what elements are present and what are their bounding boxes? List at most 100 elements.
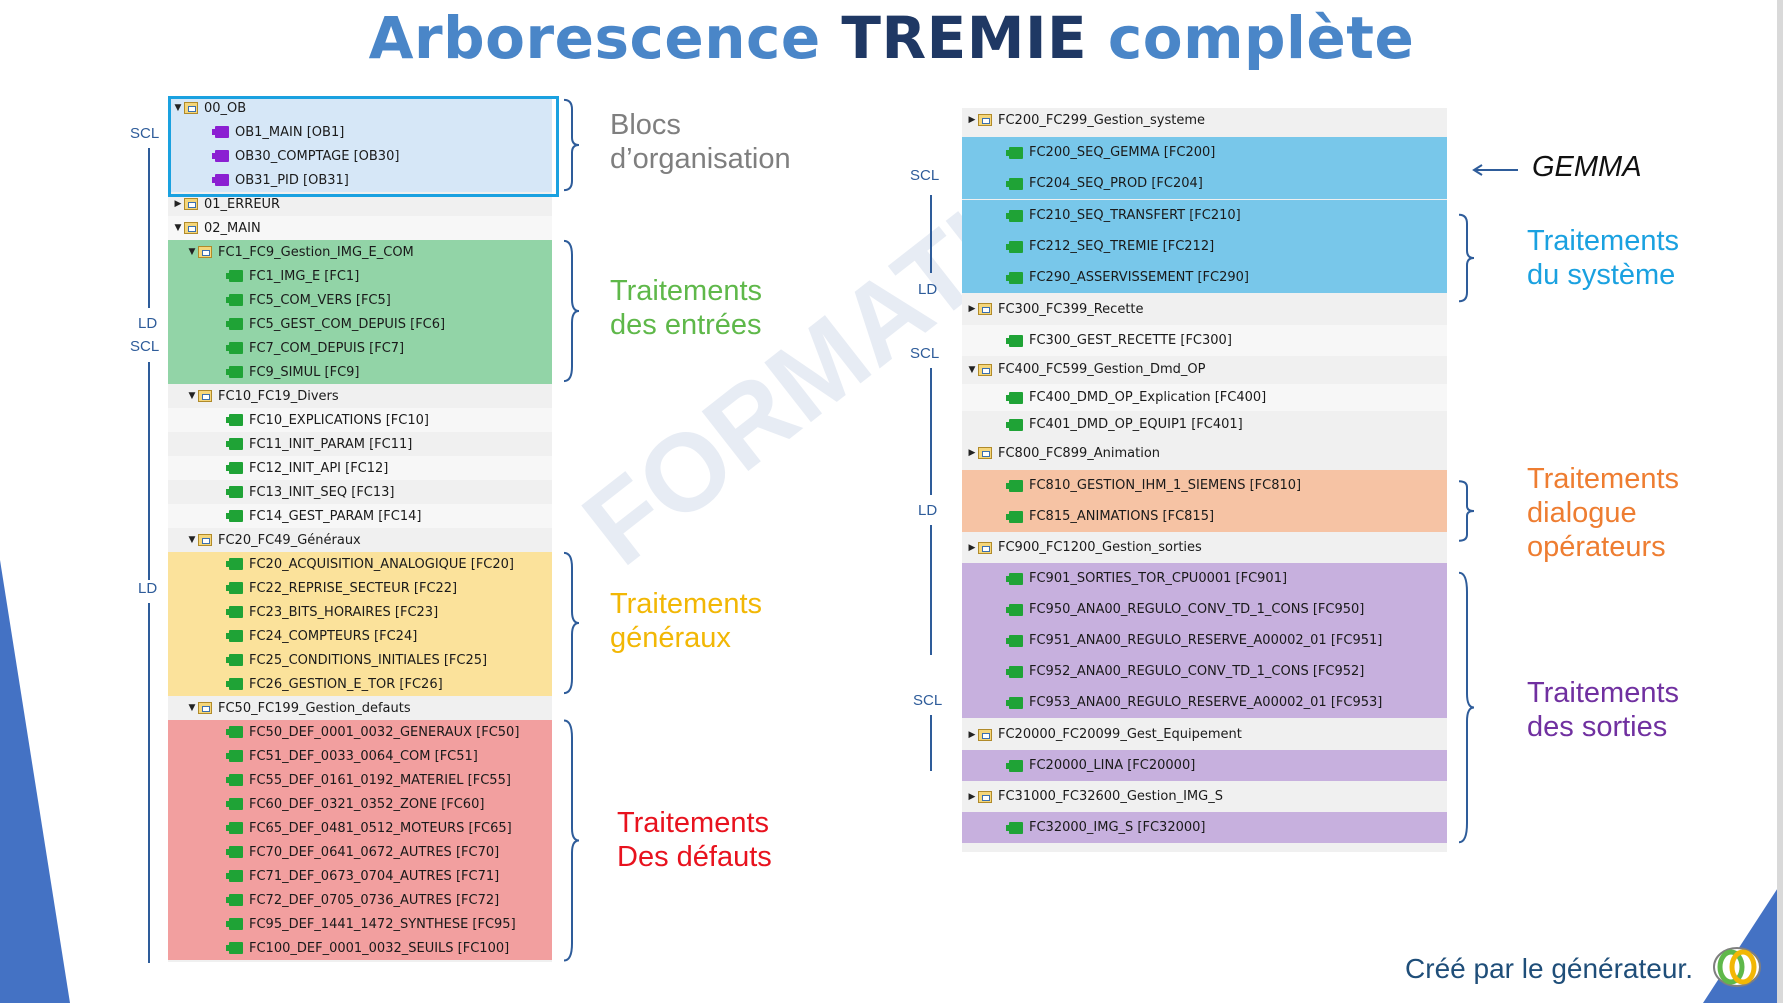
ob-block-icon xyxy=(212,150,229,162)
folder-icon xyxy=(198,390,212,402)
tree-folder-row[interactable]: ▼FC50_FC199_Gestion_defauts xyxy=(168,696,552,720)
tree-block-row[interactable]: FC100_DEF_0001_0032_SEUILS [FC100] xyxy=(168,936,552,960)
tree-folder-row[interactable]: ▶FC31000_FC32600_Gestion_IMG_S xyxy=(962,782,1447,811)
tree-block-row[interactable]: FC7_COM_DEPUIS [FC7] xyxy=(168,336,552,360)
tree-block-row[interactable]: FC23_BITS_HORAIRES [FC23] xyxy=(168,600,552,624)
folder-icon xyxy=(978,447,992,459)
tree-block-row[interactable]: FC210_SEQ_TRANSFERT [FC210] xyxy=(962,200,1447,231)
tree-block-row[interactable]: FC5_GEST_COM_DEPUIS [FC6] xyxy=(168,312,552,336)
tree-block-row[interactable]: FC24_COMPTEURS [FC24] xyxy=(168,624,552,648)
expand-closed-icon[interactable]: ▶ xyxy=(968,448,976,458)
expand-closed-icon[interactable]: ▶ xyxy=(174,199,182,209)
tree-block-row[interactable]: FC901_SORTIES_TOR_CPU0001 [FC901] xyxy=(962,563,1447,594)
tree-folder-row[interactable]: ▶FC200_FC299_Gestion_systeme xyxy=(962,108,1447,132)
tree-block-row[interactable]: FC60_DEF_0321_0352_ZONE [FC60] xyxy=(168,792,552,816)
expand-open-icon[interactable]: ▼ xyxy=(188,703,196,713)
tree-block-row[interactable]: FC14_GEST_PARAM [FC14] xyxy=(168,504,552,528)
expand-open-icon[interactable]: ▼ xyxy=(188,391,196,401)
fc-block-icon xyxy=(1006,759,1023,772)
tree-item-label: FC953_ANA00_REGULO_RESERVE_A00002_01 [FC… xyxy=(1029,695,1383,710)
tree-item-label: FC95_DEF_1441_1472_SYNTHESE [FC95] xyxy=(249,916,516,932)
tree-block-row[interactable]: OB30_COMPTAGE [OB30] xyxy=(168,144,552,168)
expand-closed-icon[interactable]: ▶ xyxy=(968,791,976,802)
tree-folder-row[interactable]: ▼FC20_FC49_Généraux xyxy=(168,528,552,552)
tree-item-label: FC10_EXPLICATIONS [FC10] xyxy=(249,412,429,428)
tree-block-row[interactable]: FC950_ANA00_REGULO_CONV_TD_1_CONS [FC950… xyxy=(962,594,1447,625)
tree-folder-row[interactable]: ▼02_MAIN xyxy=(168,216,552,240)
tree-block-row[interactable]: FC300_GEST_RECETTE [FC300] xyxy=(962,325,1447,356)
tree-item-label: FC23_BITS_HORAIRES [FC23] xyxy=(249,604,439,620)
tree-block-row[interactable]: FC51_DEF_0033_0064_COM [FC51] xyxy=(168,744,552,768)
tree-block-row[interactable]: FC953_ANA00_REGULO_RESERVE_A00002_01 [FC… xyxy=(962,687,1447,718)
fc-block-icon xyxy=(226,270,243,282)
tree-block-row[interactable]: FC400_DMD_OP_Explication [FC400] xyxy=(962,384,1447,411)
tree-block-row[interactable]: FC71_DEF_0673_0704_AUTRES [FC71] xyxy=(168,864,552,888)
fc-block-icon xyxy=(226,414,243,426)
fc-block-icon xyxy=(226,558,243,570)
tree-block-row[interactable]: FC95_DEF_1441_1472_SYNTHESE [FC95] xyxy=(168,912,552,936)
tree-block-row[interactable]: FC70_DEF_0641_0672_AUTRES [FC70] xyxy=(168,840,552,864)
expand-open-icon[interactable]: ▼ xyxy=(174,223,182,233)
tree-folder-row[interactable]: ▼FC1_FC9_Gestion_IMG_E_COM xyxy=(168,240,552,264)
expand-open-icon[interactable]: ▼ xyxy=(188,535,196,545)
lang-label-scl: SCL xyxy=(130,338,160,355)
tree-block-row[interactable]: FC815_ANIMATIONS [FC815] xyxy=(962,501,1447,532)
tree-folder-row[interactable]: ▶FC800_FC899_Animation xyxy=(962,439,1447,467)
tree-block-row[interactable]: FC212_SEQ_TREMIE [FC212] xyxy=(962,231,1447,262)
tree-folder-row[interactable]: ▼FC400_FC599_Gestion_Dmd_OP xyxy=(962,356,1447,383)
expand-closed-icon[interactable]: ▶ xyxy=(968,542,976,553)
tree-block-row[interactable]: FC1_IMG_E [FC1] xyxy=(168,264,552,288)
tree-block-row[interactable]: FC204_SEQ_PROD [FC204] xyxy=(962,168,1447,199)
tree-block-row[interactable]: FC401_DMD_OP_EQUIP1 [FC401] xyxy=(962,411,1447,438)
tree-folder-row[interactable]: ▼00_OB xyxy=(168,96,552,120)
tree-item-label: FC7_COM_DEPUIS [FC7] xyxy=(249,340,405,356)
tree-item-label: FC60_DEF_0321_0352_ZONE [FC60] xyxy=(249,796,485,812)
expand-closed-icon[interactable]: ▶ xyxy=(968,729,976,740)
tree-item-label: FC5_GEST_COM_DEPUIS [FC6] xyxy=(249,316,446,332)
tree-block-row[interactable]: FC952_ANA00_REGULO_CONV_TD_1_CONS [FC952… xyxy=(962,656,1447,687)
ob-block-icon xyxy=(212,126,229,138)
tree-block-row[interactable]: FC22_REPRISE_SECTEUR [FC22] xyxy=(168,576,552,600)
tree-block-row[interactable]: FC951_ANA00_REGULO_RESERVE_A00002_01 [FC… xyxy=(962,625,1447,656)
fc-block-icon xyxy=(226,678,243,690)
fc-block-icon xyxy=(1006,391,1023,404)
tree-block-row[interactable]: FC72_DEF_0705_0736_AUTRES [FC72] xyxy=(168,888,552,912)
tree-block-row[interactable]: FC11_INIT_PARAM [FC11] xyxy=(168,432,552,456)
tree-folder-row[interactable]: ▼FC10_FC19_Divers xyxy=(168,384,552,408)
tree-block-row[interactable]: FC5_COM_VERS [FC5] xyxy=(168,288,552,312)
tree-block-row[interactable]: FC50_DEF_0001_0032_GENERAUX [FC50] xyxy=(168,720,552,744)
tree-block-row[interactable]: FC20_ACQUISITION_ANALOGIQUE [FC20] xyxy=(168,552,552,576)
tree-block-row[interactable]: FC13_INIT_SEQ [FC13] xyxy=(168,480,552,504)
tree-folder-row[interactable]: ▶ FC300_FC399_Recette xyxy=(962,294,1447,324)
tree-block-row[interactable]: FC20000_LINA [FC20000] xyxy=(962,750,1447,781)
expand-open-icon[interactable]: ▼ xyxy=(188,247,196,257)
tree-folder-row[interactable]: ▶FC900_FC1200_Gestion_sorties xyxy=(962,533,1447,562)
lang-label-ld: LD xyxy=(918,281,938,298)
tree-block-row[interactable]: OB31_PID [OB31] xyxy=(168,168,552,192)
fc-block-icon xyxy=(226,798,243,810)
tree-block-row[interactable]: FC32000_IMG_S [FC32000] xyxy=(962,812,1447,843)
tree-block-row[interactable]: FC290_ASSERVISSEMENT [FC290] xyxy=(962,262,1447,293)
expand-open-icon[interactable]: ▼ xyxy=(968,364,976,375)
brace xyxy=(562,550,580,696)
tree-item-label: FC810_GESTION_IHM_1_SIEMENS [FC810] xyxy=(1029,478,1302,493)
tree-folder-row[interactable]: ▶01_ERREUR xyxy=(168,192,552,216)
tree-block-row[interactable]: FC26_GESTION_E_TOR [FC26] xyxy=(168,672,552,696)
tree-item-label: FC300_FC399_Recette xyxy=(998,301,1144,317)
expand-closed-icon[interactable]: ▶ xyxy=(968,304,976,314)
tree-block-row[interactable]: FC65_DEF_0481_0512_MOTEURS [FC65] xyxy=(168,816,552,840)
tree-item-label: FC12_INIT_API [FC12] xyxy=(249,460,389,476)
tree-block-row[interactable]: FC25_CONDITIONS_INITIALES [FC25] xyxy=(168,648,552,672)
tree-block-row[interactable]: OB1_MAIN [OB1] xyxy=(168,120,552,144)
tree-block-row[interactable]: FC10_EXPLICATIONS [FC10] xyxy=(168,408,552,432)
tree-folder-row[interactable]: ▶FC20000_FC20099_Gest_Equipement xyxy=(962,720,1447,749)
tree-block-row[interactable]: FC200_SEQ_GEMMA [FC200] xyxy=(962,137,1447,168)
tree-block-row[interactable]: FC9_SIMUL [FC9] xyxy=(168,360,552,384)
expand-closed-icon[interactable]: ▶ xyxy=(968,115,976,125)
tree-block-row[interactable]: FC810_GESTION_IHM_1_SIEMENS [FC810] xyxy=(962,470,1447,501)
tree-block-row[interactable]: FC55_DEF_0161_0192_MATERIEL [FC55] xyxy=(168,768,552,792)
tree-block-row[interactable]: FC12_INIT_API [FC12] xyxy=(168,456,552,480)
fc-block-icon xyxy=(226,918,243,930)
expand-open-icon[interactable]: ▼ xyxy=(174,103,182,113)
